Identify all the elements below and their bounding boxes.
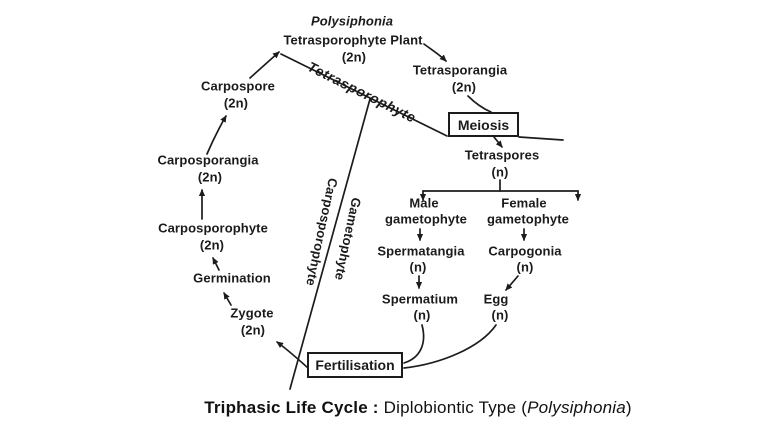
node-female-gametophyte-line1: Female (501, 195, 547, 211)
node-spermatangia-ploidy: (n) (409, 259, 427, 275)
node-carposporophyte-label: Carposporophyte (158, 220, 268, 236)
caption: Triphasic Life Cycle :Diplobiontic Type(… (68, 398, 768, 418)
phase-divider-line (289, 98, 371, 390)
species-title: Polysiphonia (310, 13, 394, 29)
meiosis-box: Meiosis (448, 112, 519, 137)
node-spermatangia-label: Spermatangia (377, 243, 465, 259)
node-carpogonia-label: Carpogonia (488, 243, 562, 259)
arrow-germination-to-carposporophyte (212, 257, 220, 271)
line-tetrasporangia-to-meiosis (467, 95, 492, 113)
caption-paren-open: ( (521, 398, 528, 417)
meiosis-right-line (518, 136, 564, 141)
tetrasporophyte-divider-line (280, 53, 448, 137)
node-male-gametophyte-line2: gametophyte (384, 211, 468, 227)
arrow-carpospore-to-plant (249, 51, 280, 79)
node-germination-label: Germination (193, 270, 271, 286)
caption-species: Polysiphonia (527, 398, 626, 417)
node-spermatium-ploidy: (n) (413, 307, 431, 323)
node-carposporangia-label: Carposporangia (157, 152, 259, 168)
node-carpospore-label: Carpospore (201, 78, 275, 94)
node-egg-label: Egg (483, 291, 509, 307)
node-carpogonia-ploidy: (n) (516, 259, 534, 275)
fertilisation-box: Fertilisation (307, 352, 403, 378)
node-plant-label: Tetrasporophyte Plant (283, 32, 423, 48)
caption-title: Triphasic Life Cycle : (204, 398, 379, 417)
caption-paren-close: ) (625, 398, 632, 417)
node-spermatium-label: Spermatium (381, 291, 459, 307)
node-egg-ploidy: (n) (491, 307, 509, 323)
node-tetrasporangia-ploidy: (2n) (451, 79, 477, 95)
arrow-fertilisation-to-zygote (276, 341, 309, 369)
node-plant-ploidy: (2n) (341, 49, 367, 65)
node-tetraspores-label: Tetraspores (464, 147, 540, 163)
line-egg-to-fertilisation (403, 324, 497, 369)
node-carposporophyte-ploidy: (2n) (199, 237, 225, 253)
arrow-carposporangia-to-carpospore (206, 115, 227, 155)
arrow-plant-to-tetrasporangia (423, 43, 447, 62)
arrow-meiosis-to-tetraspores (493, 136, 503, 148)
node-carposporangia-ploidy: (2n) (197, 169, 223, 185)
node-male-gametophyte-line1: Male (409, 195, 439, 211)
node-carpospore-ploidy: (2n) (223, 95, 249, 111)
line-spermatium-to-fertilisation (403, 324, 425, 364)
node-female-gametophyte-line2: gametophyte (486, 211, 570, 227)
caption-type: Diplobiontic Type (383, 398, 517, 417)
node-zygote-label: Zygote (230, 305, 274, 321)
meiosis-box-label: Meiosis (457, 116, 510, 133)
arrow-carpogonia-to-egg (505, 275, 519, 291)
arrow-zygote-to-germination (223, 292, 232, 306)
node-zygote-ploidy: (2n) (240, 322, 266, 338)
node-tetrasporangia-label: Tetrasporangia (412, 62, 508, 78)
node-tetraspores-ploidy: (n) (491, 164, 509, 180)
fertilisation-box-label: Fertilisation (315, 357, 395, 373)
